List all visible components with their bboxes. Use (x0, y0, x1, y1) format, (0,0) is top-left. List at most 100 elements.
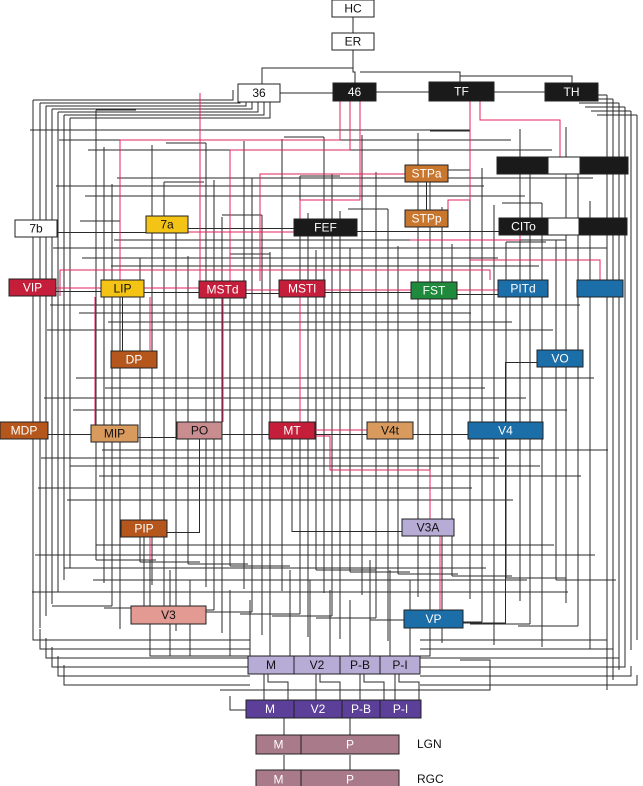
connection-line (63, 665, 250, 686)
connection-line (505, 358, 561, 431)
connection-line (39, 629, 250, 650)
lgn-segment-2 (300, 734, 400, 755)
connection-line (460, 75, 573, 83)
area-box-dp (110, 350, 158, 369)
v1-segment-label-4: P-I (393, 702, 408, 716)
area-label-v3a: V3A (417, 521, 440, 535)
connection-line-red (470, 259, 601, 280)
area-box-unlabeled-6 (576, 279, 624, 298)
area-box-tf (428, 81, 495, 102)
area-box-vip (8, 278, 57, 297)
area-box-mt (268, 421, 316, 440)
connection-line (40, 90, 241, 104)
connection-line (51, 647, 250, 668)
area-label-a7b: 7b (29, 222, 43, 236)
connection-line (352, 50, 356, 83)
connection-line (360, 71, 461, 82)
area-box-unlabeled-2 (547, 156, 581, 175)
area-box-lip (100, 279, 145, 298)
area-box-pip (120, 519, 168, 538)
area-label-pitd: PITd (510, 282, 535, 296)
connection-line-red (229, 101, 351, 281)
lgn-segment-label-1: M (274, 738, 284, 752)
connection-line-red (119, 101, 341, 280)
area-label-mip: MIP (104, 427, 125, 441)
area-box-pitd (497, 279, 549, 298)
connection-line (189, 580, 248, 657)
connection-line (267, 674, 289, 700)
area-label-dp: DP (126, 353, 143, 367)
area-box-a7a (145, 215, 189, 234)
area-label-th: TH (564, 85, 580, 99)
area-box-mstl (278, 279, 326, 298)
area-label-v3: V3 (161, 608, 176, 622)
area-label-vip: VIP (23, 281, 42, 295)
v1-segment-4 (379, 699, 422, 719)
rgc-segment-2 (300, 769, 400, 786)
connection-line (46, 90, 247, 107)
connection-line (319, 674, 341, 700)
v2-segment-label-1: M (266, 658, 276, 672)
area-label-cito: CITo (511, 220, 536, 234)
connection-line (420, 630, 608, 641)
connection-line (143, 528, 169, 620)
area-label-hc: HC (344, 2, 362, 16)
area-box-a36 (237, 83, 281, 103)
area-label-v4t: V4t (381, 424, 400, 438)
area-box-a46 (332, 82, 377, 102)
lgn-segment-label-2: P (346, 738, 354, 752)
v1-segment-label-3: P-B (351, 702, 371, 716)
area-label-stpp: STPp (411, 212, 441, 226)
area-box-v4t (366, 421, 414, 440)
area-box-er (331, 32, 375, 51)
v2-segment-label-2: V2 (310, 658, 325, 672)
area-box-th (544, 82, 599, 102)
area-label-po: PO (191, 424, 208, 438)
connection-line (261, 50, 354, 84)
connection-line (420, 657, 626, 668)
area-box-mdp (0, 421, 49, 440)
area-label-lip: LIP (113, 282, 131, 296)
rgc-segment-label-1: M (274, 773, 284, 786)
v2-segment-label-3: P-B (350, 658, 370, 672)
area-box-a7b (14, 219, 58, 238)
area-label-vp: VP (425, 612, 441, 626)
v1-segment-label-1: M (265, 702, 275, 716)
area-box-fef (293, 218, 358, 237)
area-box-v3a (401, 518, 455, 537)
connection-line-red (59, 269, 491, 296)
area-label-fef: FEF (314, 221, 337, 235)
connection-line-red (299, 101, 361, 219)
area-label-mt: MT (283, 424, 301, 438)
connection-line (45, 638, 250, 659)
connection-line (33, 90, 234, 101)
area-box-unlabeled-1 (496, 156, 549, 175)
rgc-segment-label-2: P (346, 773, 354, 786)
area-label-a7a: 7a (160, 218, 174, 232)
area-label-vo: VO (551, 352, 568, 366)
area-label-er: ER (345, 35, 362, 49)
connection-line-red (199, 93, 201, 291)
connection-line (420, 675, 638, 686)
area-box-v3 (130, 605, 207, 625)
area-box-mstd (198, 280, 247, 299)
area-label-mstd: MSTd (206, 283, 238, 297)
area-box-hc (331, 0, 375, 18)
connection-line (220, 659, 491, 691)
area-box-v4 (467, 421, 544, 440)
area-box-unlabeled-3 (579, 156, 629, 175)
connection-line (229, 696, 248, 711)
rgc-label: RGC (417, 772, 444, 786)
area-box-vp (403, 609, 464, 629)
area-label-mstl: MSTl (288, 282, 316, 296)
area-label-stpa: STPa (411, 167, 441, 181)
v1-segment-label-2: V2 (311, 702, 326, 716)
connection-lines (23, 17, 638, 770)
area-box-stpp (404, 209, 449, 228)
connection-line-red (259, 173, 405, 281)
connection-line-red (447, 101, 471, 218)
connection-line (398, 674, 420, 700)
area-label-v4: V4 (498, 424, 513, 438)
connection-line (229, 590, 248, 657)
